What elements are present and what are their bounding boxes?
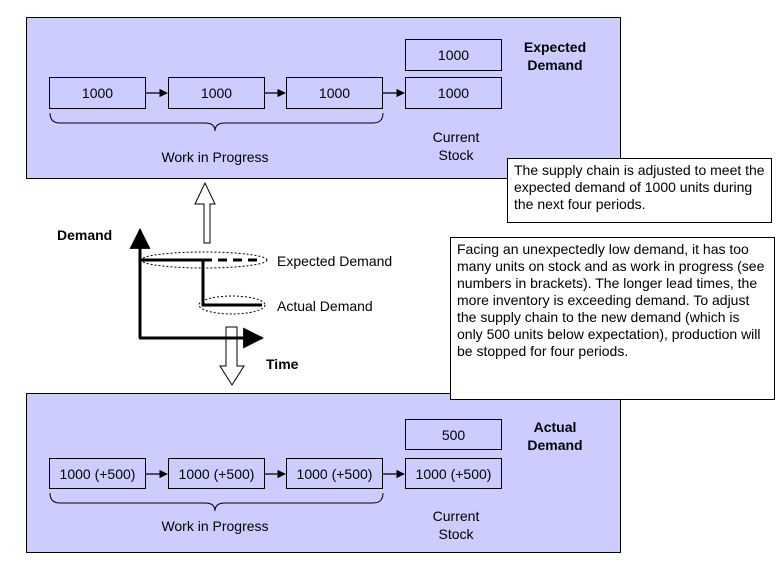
top-wip-box-1: 1000: [49, 77, 146, 109]
bottom-wip-brace: [49, 492, 384, 512]
graph-y-label: Demand: [57, 227, 113, 243]
top-panel-title: Expected Demand: [523, 39, 587, 73]
actual-demand-label: Actual Demand: [277, 298, 373, 314]
bottom-wip-box-2: 1000 (+500): [168, 458, 265, 489]
actual-demand-line: [201, 260, 262, 307]
bottom-explanation-note: Facing an unexpectedly low demand, it ha…: [450, 237, 775, 400]
bottom-wip-box-3: 1000 (+500): [286, 458, 383, 489]
graph-x-label: Time: [266, 356, 299, 372]
bottom-wip-box-1: 1000 (+500): [49, 458, 146, 489]
top-stock-box: 1000: [405, 77, 502, 109]
top-demand-box: 1000: [405, 39, 502, 71]
top-wip-label: Work in Progress: [161, 149, 269, 165]
hollow-arrow-down: [219, 326, 245, 386]
hollow-arrow-up: [194, 181, 216, 244]
expected-demand-ellipse: [140, 251, 268, 269]
bottom-stock-label: Current Stock: [432, 508, 480, 542]
top-wip-box-2: 1000: [168, 77, 265, 109]
bottom-stock-box: 1000 (+500): [405, 458, 502, 489]
top-wip-box-3: 1000: [286, 77, 383, 109]
top-stock-label: Current Stock: [432, 129, 480, 163]
bottom-panel-title: Actual Demand: [527, 419, 583, 453]
bottom-demand-box: 500: [405, 419, 502, 450]
top-wip-brace: [49, 112, 384, 132]
actual-demand-ellipse: [198, 295, 266, 315]
bottom-wip-label: Work in Progress: [161, 518, 269, 534]
expected-demand-label: Expected Demand: [277, 253, 393, 269]
top-explanation-note: The supply chain is adjusted to meet the…: [507, 158, 772, 223]
